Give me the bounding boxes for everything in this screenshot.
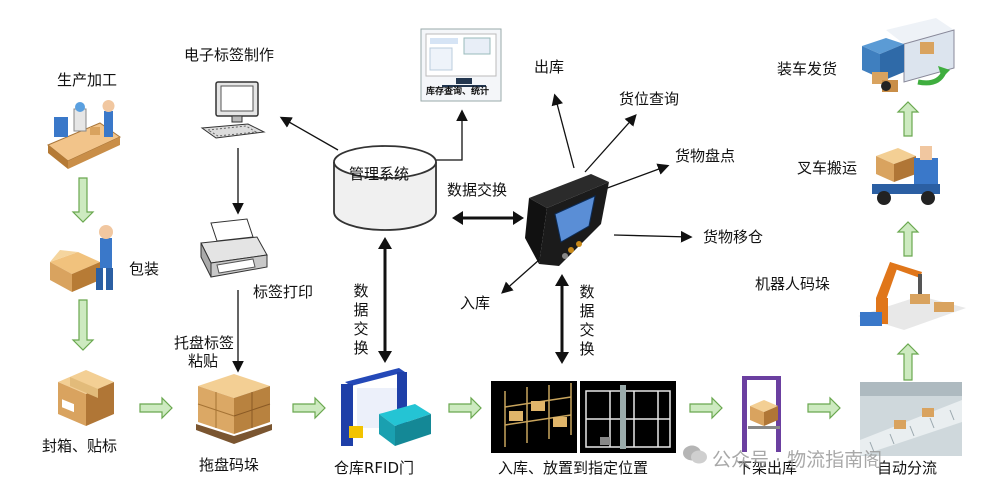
label-auto-sort: 自动分流 (877, 459, 938, 477)
label-forklift: 叉车搬运 (797, 159, 858, 177)
handheld-terminal-icon (521, 168, 617, 274)
label-tag-print: 标签打印 (253, 283, 314, 301)
flow-arrow-down-1 (71, 177, 95, 223)
label-truck-ship: 装车发货 (777, 60, 838, 78)
pallet-boxes-icon (192, 368, 276, 448)
label-production: 生产加工 (57, 71, 118, 89)
sorting-conveyor-icon (860, 382, 962, 456)
sealed-box-icon (54, 364, 118, 428)
label-data-exchange-h: 数据交换 (447, 181, 508, 199)
stacker-crane-icon (580, 381, 676, 453)
label-relocate: 货物移仓 (703, 228, 764, 246)
label-boxing: 封箱、贴标 (42, 437, 118, 455)
double-arrow-terminal-racking (555, 274, 569, 364)
arrow-terminal-to-outbound (551, 93, 575, 169)
double-arrow-mgmt-terminal (452, 211, 524, 225)
arrow-terminal-to-stocktake (601, 163, 670, 191)
stacker-lift-icon (736, 372, 796, 456)
wechat-logo-icon (682, 444, 708, 466)
rfid-gate-icon (335, 366, 439, 450)
flow-arrow-right-5 (807, 396, 841, 420)
label-data-exchange-v1: 数 据 交 换 (353, 282, 369, 357)
label-rfid-gate: 仓库RFID门 (334, 459, 415, 477)
flow-arrow-right-1 (139, 396, 173, 420)
flow-arrow-up-1 (896, 343, 920, 381)
label-management: 管理系统 (349, 165, 410, 183)
arrow-mgmt-to-computer (279, 116, 339, 151)
label-location-query: 货位查询 (619, 90, 680, 108)
flow-arrow-right-4 (689, 396, 723, 420)
label-pallet-tag-line2: 粘贴 (188, 352, 219, 370)
caption-inventory: 库存查询、统计 (426, 87, 490, 97)
label-put-away: 入库、放置到指定位置 (498, 459, 649, 477)
label-stocktake: 货物盘点 (675, 147, 736, 165)
racking-icon (491, 381, 577, 453)
flow-arrow-down-2 (71, 299, 95, 351)
database-cylinder-icon (330, 142, 440, 234)
flow-arrow-up-3 (896, 101, 920, 137)
label-pallet-tag-line1: 托盘标签 (174, 334, 235, 352)
robot-arm-icon (850, 256, 968, 340)
label-palletize: 拖盘码垛 (199, 456, 260, 474)
packing-worker-icon (44, 222, 124, 294)
arrow-terminal-to-location (584, 114, 637, 173)
label-packing: 包装 (129, 260, 160, 278)
arrow-terminal-to-relocate (613, 230, 693, 243)
arrow-mgmt-to-inventory (430, 109, 468, 161)
inventory-screen-icon (420, 28, 502, 102)
double-arrow-mgmt-rfid (378, 237, 392, 363)
label-robot-stack: 机器人码垛 (755, 275, 831, 293)
forklift-icon (868, 138, 948, 208)
computer-icon (194, 78, 270, 148)
watermark-text: 公众号 · 物流指南阁 (712, 449, 883, 471)
label-outbound: 出库 (534, 58, 565, 76)
label-data-exchange-v2: 数 据 交 换 (579, 283, 595, 358)
truck-icon (858, 16, 958, 98)
printer-icon (197, 215, 271, 281)
label-unload: 下架出库 (737, 459, 798, 477)
flow-arrow-right-2 (292, 396, 326, 420)
label-tag-making: 电子标签制作 (184, 46, 275, 64)
flow-arrow-right-3 (448, 396, 482, 420)
flow-arrow-up-2 (896, 221, 920, 257)
production-line-icon (44, 97, 124, 175)
label-inbound: 入库 (460, 294, 491, 312)
